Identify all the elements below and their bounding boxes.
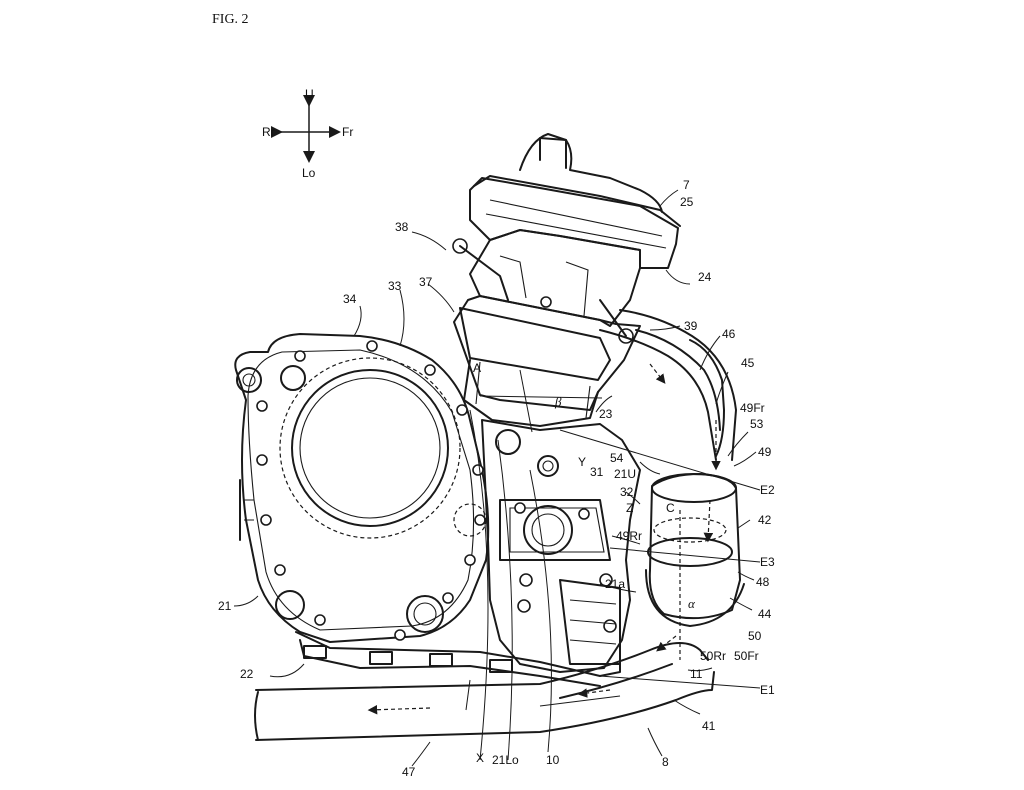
label-37: 37 xyxy=(419,275,433,289)
label-50: 50 xyxy=(748,629,762,643)
label-7: 7 xyxy=(683,178,690,192)
label-down: Lo xyxy=(302,166,316,180)
label-33: 33 xyxy=(388,279,402,293)
label-42: 42 xyxy=(758,513,772,527)
label-39: 39 xyxy=(684,319,698,333)
label-C: C xyxy=(666,501,675,515)
label-21U: 21U xyxy=(614,467,636,481)
label-rear: Rr xyxy=(262,125,275,139)
label-Y: Y xyxy=(578,455,586,469)
label-32: 32 xyxy=(620,485,634,499)
label-up: U xyxy=(305,87,314,101)
label-46: 46 xyxy=(722,327,736,341)
cylinder-assembly xyxy=(452,133,681,427)
label-alpha: α xyxy=(688,596,696,611)
direction-compass xyxy=(271,95,341,163)
label-53: 53 xyxy=(750,417,764,431)
label-24: 24 xyxy=(698,270,712,284)
label-47: 47 xyxy=(402,765,416,779)
label-48: 48 xyxy=(756,575,770,589)
label-45: 45 xyxy=(741,356,755,370)
label-49Fr: 49Fr xyxy=(740,401,765,415)
label-E1: E1 xyxy=(760,683,775,697)
label-21: 21 xyxy=(218,599,232,613)
label-21Lo: 21Lo xyxy=(492,753,519,767)
label-49: 49 xyxy=(758,445,772,459)
oil-pan xyxy=(295,631,621,687)
label-34: 34 xyxy=(343,292,357,306)
figure-title: FIG. 2 xyxy=(212,12,249,27)
exhaust-system xyxy=(254,309,745,741)
label-11: 11 xyxy=(690,667,703,681)
reference-lines xyxy=(469,369,761,761)
reference-numerals: 7 25 24 38 37 33 34 39 46 45 A β 23 49Fr… xyxy=(218,178,775,779)
label-23: 23 xyxy=(599,407,613,421)
label-31: 31 xyxy=(590,465,604,479)
label-21a: 21a xyxy=(605,577,625,591)
direction-labels: U Lo Rr Fr xyxy=(262,87,353,180)
label-E2: E2 xyxy=(760,483,775,497)
label-front: Fr xyxy=(342,125,353,139)
crankcase-left-cover xyxy=(234,333,490,643)
label-8: 8 xyxy=(662,755,669,769)
label-25: 25 xyxy=(680,195,694,209)
label-50Fr: 50Fr xyxy=(734,649,759,663)
label-54: 54 xyxy=(610,451,624,465)
label-A: A xyxy=(473,361,481,375)
label-49Rr: 49Rr xyxy=(616,529,642,543)
label-beta: β xyxy=(554,394,562,409)
label-Z: Z xyxy=(626,501,633,515)
label-38: 38 xyxy=(395,220,409,234)
label-X: X xyxy=(476,751,484,765)
label-44: 44 xyxy=(758,607,772,621)
label-10: 10 xyxy=(546,753,560,767)
leader-lines xyxy=(233,189,757,767)
label-50Rr: 50Rr xyxy=(700,649,726,663)
crankcase-center xyxy=(481,419,641,673)
label-22: 22 xyxy=(240,667,254,681)
label-E3: E3 xyxy=(760,555,775,569)
label-41: 41 xyxy=(702,719,716,733)
